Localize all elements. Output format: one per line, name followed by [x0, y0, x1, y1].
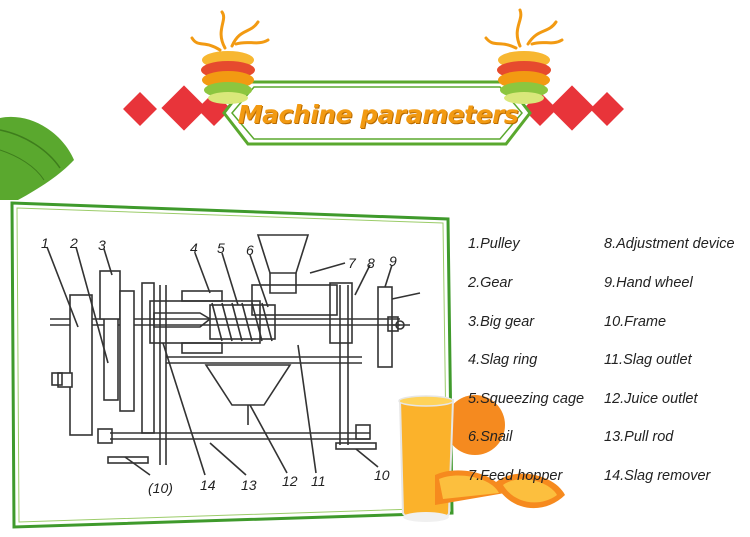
callout-1: 1: [41, 235, 49, 251]
callout-9: 9: [389, 253, 397, 269]
legend-item: 13.Pull rod: [604, 429, 674, 445]
callout-3: 3: [98, 237, 106, 253]
legend-item: 4.Slag ring: [468, 352, 538, 368]
callout-12: 12: [282, 473, 298, 489]
left-diamonds: [123, 85, 231, 131]
title-frame: [222, 80, 532, 146]
callout-13: 13: [241, 477, 257, 493]
orange-juice-icon: [398, 395, 565, 522]
callout-4: 4: [190, 240, 198, 256]
fruit-splash-icon: [484, 8, 564, 104]
callout-6: 6: [246, 242, 254, 258]
callout-7: 7: [348, 255, 356, 271]
callout-8: 8: [367, 255, 375, 271]
callout-10: 10: [374, 467, 390, 483]
legend-item: 2.Gear: [468, 275, 513, 291]
callout-10-paren: (10): [148, 480, 173, 496]
machine-diagram: [10, 201, 454, 529]
legend-item: 3.Big gear: [468, 314, 535, 330]
legend-item: 9.Hand wheel: [604, 275, 693, 291]
legend-item: 5.Squeezing cage: [468, 391, 585, 407]
legend-item: 10.Frame: [604, 314, 667, 330]
legend-item: 12.Juice outlet: [604, 391, 698, 407]
leaf-icon: [0, 116, 74, 200]
page-title: Machine parameters: [237, 99, 519, 129]
header-banner: [0, 8, 624, 200]
legend-item: 14.Slag remover: [604, 468, 711, 484]
legend-item: 6.Snail: [468, 429, 513, 445]
legend-item: 1.Pulley: [468, 236, 520, 252]
callout-14: 14: [200, 477, 216, 493]
legend-item: 11.Slag outlet: [604, 352, 692, 368]
callout-11: 11: [311, 473, 326, 489]
callout-5: 5: [217, 240, 225, 256]
legend-item: 8.Adjustment device: [604, 236, 735, 252]
callout-2: 2: [70, 235, 78, 251]
legend-item: 7.Feed hopper: [468, 468, 563, 484]
fruit-splash-icon: [190, 10, 270, 104]
